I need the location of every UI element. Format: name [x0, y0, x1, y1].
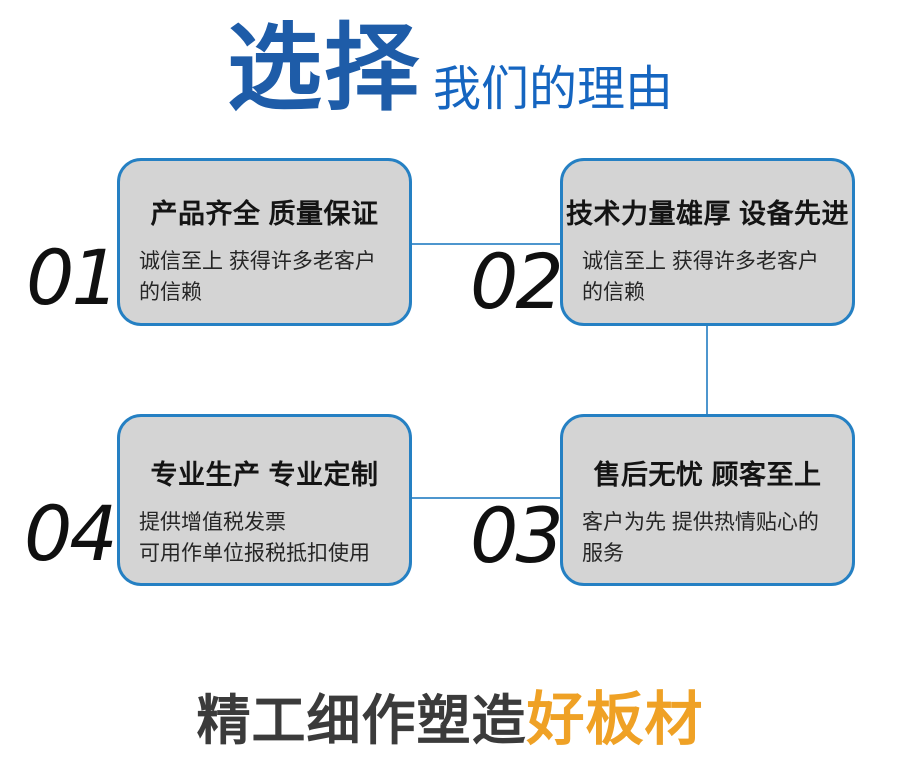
connector-card1-card2	[411, 243, 560, 245]
reason-card-1-heading: 产品齐全 质量保证	[150, 199, 379, 229]
reason-card-1-body-line2: 的信赖	[139, 281, 202, 305]
reason-card-3-body: 客户为先 提供热情贴心的 服务	[582, 507, 840, 569]
reason-card-2-body: 诚信至上 获得许多老客户 的信赖	[582, 246, 840, 308]
step-number-01: 01	[26, 233, 120, 322]
reason-card-3-heading: 售后无忧 顾客至上	[593, 460, 822, 490]
reason-card-2-heading: 技术力量雄厚 设备先进	[565, 199, 849, 229]
reason-card-2: 技术力量雄厚 设备先进 诚信至上 获得许多老客户 的信赖	[560, 158, 855, 326]
footer-slogan-normal: 精工细作塑造	[196, 691, 527, 751]
step-number-03: 03	[470, 491, 564, 580]
reason-card-3: 售后无忧 顾客至上 客户为先 提供热情贴心的 服务	[560, 414, 855, 586]
reason-card-1-body-line1: 诚信至上 获得许多老客户	[139, 250, 376, 273]
footer-slogan-highlight: 好板材	[526, 687, 704, 752]
step-number-04: 04	[24, 489, 118, 578]
reason-card-1: 产品齐全 质量保证 诚信至上 获得许多老客户 的信赖	[117, 158, 412, 326]
reason-card-4-heading: 专业生产 专业定制	[150, 460, 379, 490]
reason-card-3-body-line1: 客户为先 提供热情贴心的	[582, 511, 819, 534]
page-title-rest: 我们的理由	[433, 63, 674, 116]
step-number-02: 02	[470, 237, 564, 326]
connector-card4-card3	[411, 497, 560, 499]
reason-card-4-body-line2: 可用作单位报税抵扣使用	[139, 542, 370, 566]
reason-card-3-body-line2: 服务	[582, 542, 624, 566]
page-title: 选择 我们的理由	[0, 22, 900, 117]
reason-card-2-body-line1: 诚信至上 获得许多老客户	[582, 250, 819, 273]
reason-card-4-body: 提供增值税发票 可用作单位报税抵扣使用	[139, 507, 397, 569]
reason-card-1-body: 诚信至上 获得许多老客户 的信赖	[139, 246, 397, 308]
page-title-highlight: 选择	[226, 16, 421, 122]
reason-card-4-body-line1: 提供增值税发票	[139, 511, 286, 534]
footer-slogan: 精工细作塑造好板材	[0, 672, 900, 756]
connector-card2-card3	[706, 325, 708, 415]
reason-card-4: 专业生产 专业定制 提供增值税发票 可用作单位报税抵扣使用	[117, 414, 412, 586]
reason-card-2-body-line2: 的信赖	[582, 281, 645, 305]
